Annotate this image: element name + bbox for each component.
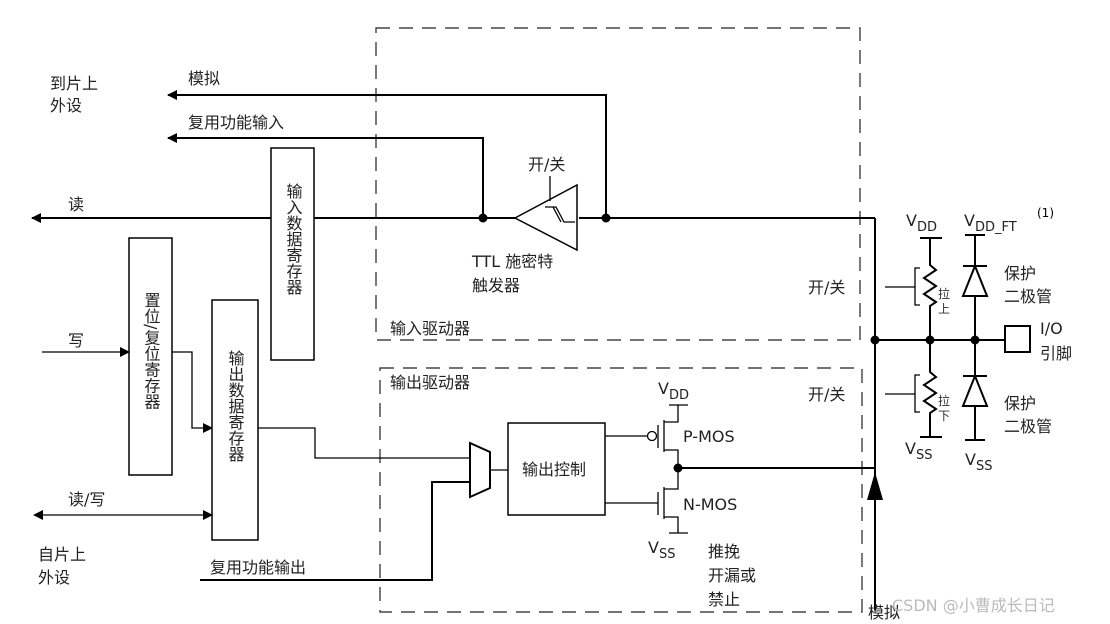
io-pin-label: 引脚 xyxy=(1040,344,1072,363)
io-pin-pad xyxy=(1004,325,1031,353)
protection-diode-lower xyxy=(961,340,989,441)
nmos-transistor xyxy=(605,468,688,534)
alt-function-input-line xyxy=(167,133,484,218)
output-control-block xyxy=(507,422,606,516)
ttl-label: TTL 施密特 xyxy=(471,252,553,271)
output-driver-box xyxy=(379,367,863,613)
vss-label: VSS xyxy=(965,450,992,474)
schmitt-trigger-icon xyxy=(513,183,578,252)
pull-up-label: 拉 xyxy=(938,286,950,301)
input-data-register-label: 输入数据寄存器 xyxy=(284,183,303,295)
protection-diode-label: 二极管 xyxy=(1004,417,1052,436)
pull-up-label: 上 xyxy=(938,302,950,316)
pull-up-resistor xyxy=(885,237,942,340)
alt-function-output-line xyxy=(200,481,470,581)
protection-diode-label: 保护 xyxy=(1004,394,1036,413)
to-onchip-label: 外设 xyxy=(50,96,82,115)
ttl-label: 触发器 xyxy=(472,276,520,295)
vdd-ft-label: VDD_FT xyxy=(964,211,1017,235)
vss-label: VSS xyxy=(648,538,675,562)
junction-dot xyxy=(478,213,488,223)
protection-diode-label: 保护 xyxy=(1004,264,1036,283)
mode-label: 开漏或 xyxy=(708,566,756,585)
set-reset-register-label: 置位/复位寄存器 xyxy=(142,292,161,409)
vdd-label: VDD xyxy=(906,211,937,235)
hysteresis-icon xyxy=(545,206,575,223)
schmitt-switch-label: 开/关 xyxy=(528,155,565,174)
alt-input-label: 复用功能输入 xyxy=(188,113,284,132)
nmos-label: N-MOS xyxy=(683,495,737,514)
output-control-label: 输出控制 xyxy=(522,460,586,479)
output-data-register-label: 输出数据寄存器 xyxy=(226,350,245,462)
from-onchip-label: 自片上 xyxy=(38,545,86,564)
pull-down-label: 拉 xyxy=(938,393,950,408)
watermark: CSDN @小曹成长日记 xyxy=(892,596,1055,615)
set-reset-register xyxy=(128,237,173,476)
read-label: 读 xyxy=(68,195,84,214)
pull-down-label: 下 xyxy=(938,409,950,423)
output-driver-label: 输出驱动器 xyxy=(390,373,470,392)
read-write-label: 读/写 xyxy=(68,490,105,509)
output-data-register xyxy=(211,299,259,541)
multiplexer-icon xyxy=(469,441,491,499)
input-driver-box xyxy=(375,27,861,341)
analog-input-line xyxy=(167,90,607,218)
pull-up-switch-label: 开/关 xyxy=(808,278,845,297)
analog-arrow-icon xyxy=(867,472,883,500)
from-onchip-label: 外设 xyxy=(38,568,70,587)
pull-down-switch-label: 开/关 xyxy=(808,385,845,404)
protection-diode-upper xyxy=(961,234,989,340)
input-driver-label: 输入驱动器 xyxy=(390,319,470,338)
to-onchip-label: 到片上 xyxy=(50,74,98,93)
analog-label: 模拟 xyxy=(188,69,220,88)
analog-output-label: 模拟 xyxy=(868,603,900,622)
pmos-transistor xyxy=(605,404,688,468)
vss-label: VSS xyxy=(905,439,932,463)
mode-label: 禁止 xyxy=(708,590,740,609)
mode-label: 推挽 xyxy=(708,542,740,561)
protection-diode-label: 二极管 xyxy=(1004,287,1052,306)
io-pin-label: I/O xyxy=(1040,319,1063,338)
junction-dot xyxy=(601,213,611,223)
footnote-ref: (1) xyxy=(1037,206,1054,220)
pull-down-resistor xyxy=(885,340,942,438)
input-data-register xyxy=(270,147,315,361)
alt-output-label: 复用功能输出 xyxy=(210,558,306,577)
write-label: 写 xyxy=(68,331,84,350)
pmos-label: P-MOS xyxy=(683,427,735,446)
vdd-label: VDD xyxy=(658,379,689,403)
